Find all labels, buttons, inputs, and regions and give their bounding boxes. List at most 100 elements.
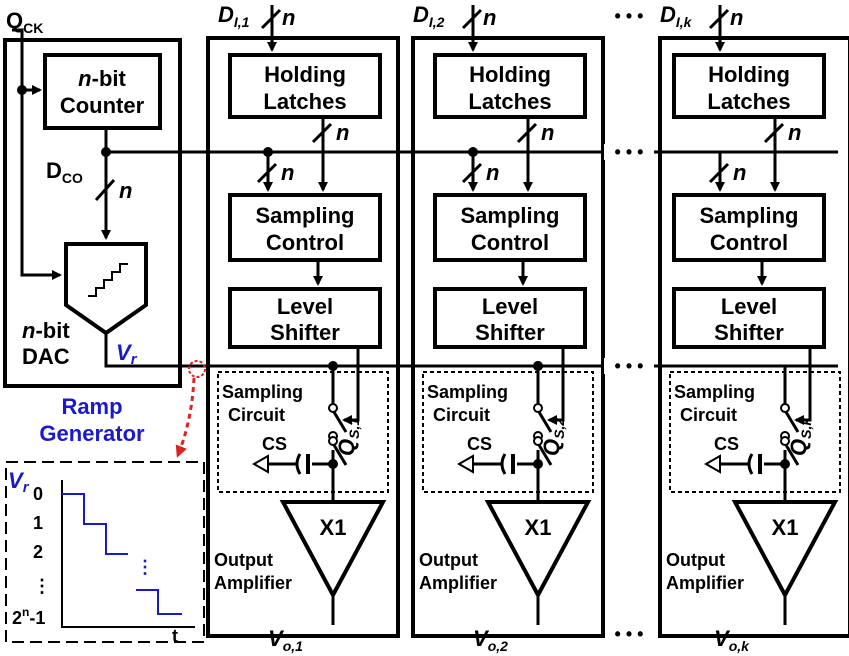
channel-1-switch1-blade xyxy=(332,411,348,433)
channel-1-din-width: n xyxy=(282,5,295,30)
channel-2-switch1-top xyxy=(533,403,543,413)
channel-1-switch1-top xyxy=(328,403,338,413)
channel-1-sampling-ctrl-label-2: Control xyxy=(266,230,344,255)
dac-label-1: n-bit xyxy=(22,318,70,343)
channel-1-switch2-top xyxy=(328,436,338,446)
channel-2-holding-label-1: Holding xyxy=(469,62,551,87)
channel-k-din-label: DI,k xyxy=(660,2,693,30)
channel-1-holding-latches xyxy=(228,53,382,119)
channel-1-qs-label: QS,1 xyxy=(334,418,362,456)
channel-k-sampling-circuit-box xyxy=(669,371,841,493)
dac-staircase-icon xyxy=(88,263,128,297)
channel-k-sampling-circ-label-2: Circuit xyxy=(680,405,737,425)
channel-k-holding-latches xyxy=(672,53,826,119)
channel-1-cs-triangle-icon xyxy=(251,454,269,474)
ramp-waveform-inset: Vr 0 1 2 ⋮ 2n-1 t ⋮ xyxy=(5,461,205,646)
channel-k-sampling-control xyxy=(672,193,826,262)
dac-label-2: DAC xyxy=(22,344,70,369)
inset-level-last: 2n-1 xyxy=(12,605,45,628)
channel-2-cs-label: CS xyxy=(467,434,492,454)
channel-1: DI,1 n Holding Latches n n Sampling Cont… xyxy=(206,2,400,654)
channel-1-cs-label: CS xyxy=(262,434,287,454)
dco-bus-width: n xyxy=(119,178,132,203)
zoom-circle xyxy=(188,360,206,378)
ramp-generator-title-2: Generator xyxy=(39,421,145,446)
channel-1-output-amplifier xyxy=(279,500,387,600)
channel-2: DI,2 n Holding Latches n n Sampling Cont… xyxy=(411,2,605,654)
channel-k-switch2-top xyxy=(780,436,790,446)
channel-2-vr-tap-dot-main xyxy=(533,361,543,371)
top-ellipsis: • • • xyxy=(615,6,644,26)
channel-k: DI,k n Holding Latches n n Sampling Cont… xyxy=(658,2,849,654)
channel-1-sampling-circ-label-2: Circuit xyxy=(228,405,285,425)
channel-2-dco-width: n xyxy=(486,160,499,185)
channel-k-frame xyxy=(658,36,849,638)
channel-1-dco-width: n xyxy=(281,160,294,185)
inset-t-label: t xyxy=(172,626,178,646)
channel-1-qs-control-wire xyxy=(342,346,360,425)
channel-1-sampling-circuit-box xyxy=(217,371,389,493)
channel-k-amp-gain: X1 xyxy=(772,515,799,540)
channel-k-output-label-2: Amplifier xyxy=(666,573,744,593)
channel-k-din-width: n xyxy=(730,5,743,30)
dco-gap-mask xyxy=(604,144,654,160)
clock-label: QCK xyxy=(6,8,43,36)
channel-2-switch2-top xyxy=(533,436,543,446)
channel-k-holding-label-2: Latches xyxy=(707,89,790,114)
channel-1-sampling-control xyxy=(228,193,382,262)
dco-ellipsis: • • • xyxy=(615,142,644,162)
channel-k-dco-width: n xyxy=(733,160,746,185)
channel-2-sampling-circ-label-1: Sampling xyxy=(427,382,508,402)
channel-1-output-label-2: Amplifier xyxy=(214,573,292,593)
dac-block xyxy=(64,242,148,336)
channel-k-switch1-blade xyxy=(784,411,800,433)
channel-1-sampling-circ-label-1: Sampling xyxy=(222,382,303,402)
channel-1-amp-gain: X1 xyxy=(320,515,347,540)
channel-1-sampling-ctrl-label-1: Sampling xyxy=(255,203,354,228)
channel-2-din-slash xyxy=(461,8,483,30)
counter-label-2: Counter xyxy=(60,93,145,118)
channel-1-holding-label-1: Holding xyxy=(264,62,346,87)
channel-2-level-label-2: Shifter xyxy=(475,320,545,345)
channel-2-output-label-2: Amplifier xyxy=(419,573,497,593)
channel-1-frame xyxy=(206,36,400,638)
channel-k-level-shifter xyxy=(672,287,826,349)
channel-k-level-label-2: Shifter xyxy=(714,320,784,345)
channel-1-level-label-1: Level xyxy=(277,294,333,319)
channel-k-latch-width: n xyxy=(788,120,801,145)
inset-vr-label: Vr xyxy=(8,468,30,496)
channel-2-qs-control-wire xyxy=(547,346,565,425)
channel-k-sampling-ctrl-label-2: Control xyxy=(710,230,788,255)
channel-1-level-label-2: Shifter xyxy=(270,320,340,345)
channel-2-sampling-ctrl-label-1: Sampling xyxy=(460,203,559,228)
inset-staircase-upper xyxy=(62,493,128,555)
inset-axes xyxy=(61,480,195,628)
channel-k-sampling-ctrl-label-1: Sampling xyxy=(699,203,798,228)
ramp-generator-title-1: Ramp xyxy=(61,394,122,419)
channel-k-din-slash xyxy=(708,8,730,30)
channel-k-output-label-1: Output xyxy=(666,550,725,570)
vr-gap-mask xyxy=(604,358,654,374)
channel-1-latch-width: n xyxy=(336,120,349,145)
inset-level-2: 2 xyxy=(33,542,43,562)
channel-2-cs-triangle-icon xyxy=(456,454,474,474)
inset-level-0: 0 xyxy=(33,484,43,504)
inset-level-1: 1 xyxy=(33,513,43,533)
channel-2-latch-width: n xyxy=(541,120,554,145)
channel-2-sampling-circ-label-2: Circuit xyxy=(433,405,490,425)
channel-1-latch-slash xyxy=(311,122,333,144)
inset-frame xyxy=(5,461,205,643)
channel-2-switch1-blade xyxy=(537,411,553,433)
channel-k-dco-slash xyxy=(708,162,730,184)
channel-2-output-amplifier xyxy=(484,500,592,600)
vr-ellipsis: • • • xyxy=(615,356,644,376)
channel-k-holding-label-1: Holding xyxy=(708,62,790,87)
channel-2-din-width: n xyxy=(483,5,496,30)
clock-wire xyxy=(12,28,62,280)
channel-1-switch2-blade xyxy=(332,444,348,466)
dco-bus-slash xyxy=(94,178,116,202)
vr-label: Vr xyxy=(116,340,138,368)
dco-label: DCO xyxy=(46,158,83,186)
channel-2-level-shifter xyxy=(433,287,587,349)
